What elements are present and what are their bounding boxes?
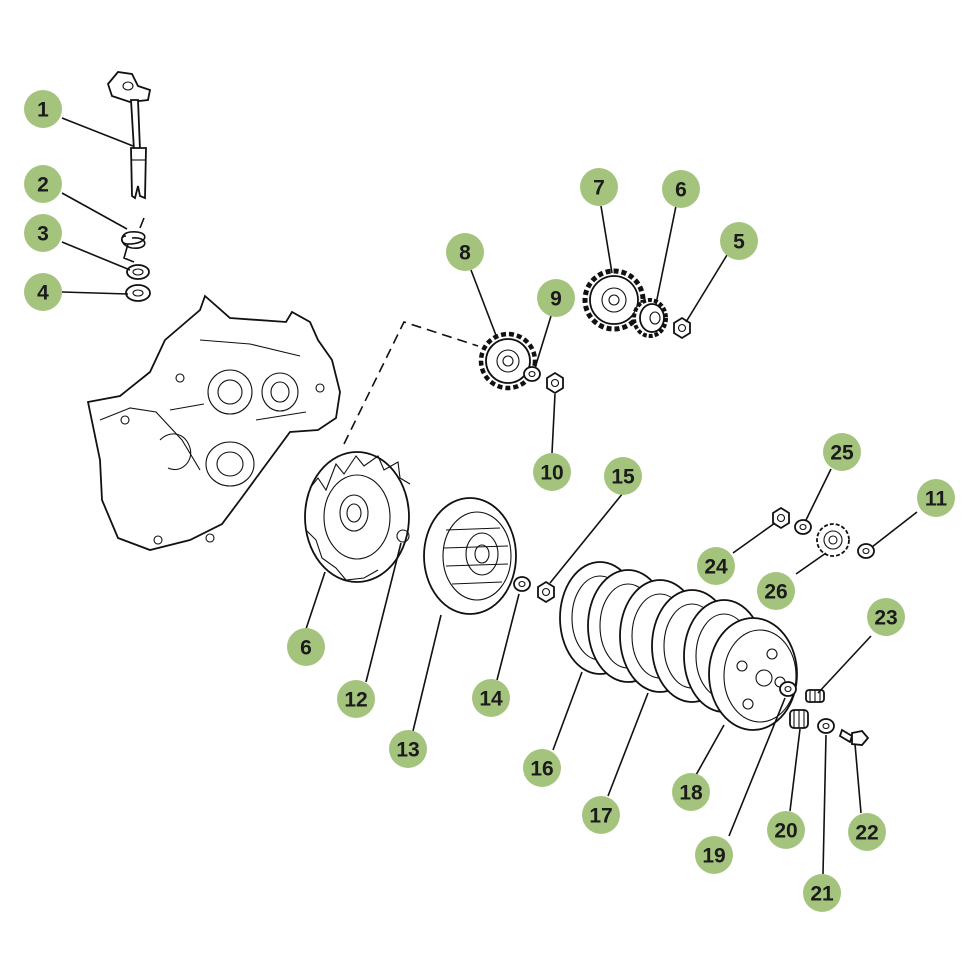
- svg-text:10: 10: [540, 462, 563, 485]
- callout-16: 16: [523, 749, 561, 787]
- return-spring-part: [120, 217, 146, 263]
- svg-text:11: 11: [925, 488, 948, 511]
- svg-text:26: 26: [764, 581, 787, 604]
- pinion-nut-part: [673, 317, 691, 339]
- callout-8: 8: [446, 233, 484, 271]
- callout-22: 22: [848, 813, 886, 851]
- callout-25: 25: [823, 433, 861, 471]
- svg-text:9: 9: [550, 288, 562, 311]
- svg-text:19: 19: [702, 845, 725, 868]
- small-nut-part: [772, 507, 790, 529]
- callout-1: 1: [24, 90, 62, 128]
- callout-2: 2: [24, 165, 62, 203]
- callout-12: 12: [337, 680, 375, 718]
- small-washer-part: [794, 519, 812, 535]
- callout-4: 4: [24, 273, 62, 311]
- svg-text:13: 13: [396, 739, 419, 762]
- callout-14: 14: [472, 679, 510, 717]
- svg-text:22: 22: [855, 822, 878, 845]
- svg-text:12: 12: [344, 689, 367, 712]
- svg-text:23: 23: [874, 607, 897, 630]
- shift-shaft-part: [106, 71, 152, 200]
- oil-seal-part: [125, 284, 151, 302]
- gear-nut-part: [546, 372, 564, 394]
- clutch-spring-part: [789, 709, 809, 729]
- crankcase-housing: [86, 294, 341, 551]
- svg-text:5: 5: [733, 231, 745, 254]
- callout-3: 3: [24, 214, 62, 252]
- callout-20: 20: [767, 811, 805, 849]
- callout-17: 17: [582, 796, 620, 834]
- gear-bush-part: [523, 366, 541, 382]
- svg-text:8: 8: [459, 242, 471, 265]
- bolt-part: [838, 728, 870, 746]
- callout-23: 23: [867, 598, 905, 636]
- clutch-outer-housing-part: [304, 451, 411, 583]
- callout-24: 24: [697, 547, 735, 585]
- callout-6-upper: 6: [662, 170, 700, 208]
- svg-text:1: 1: [37, 99, 49, 122]
- svg-text:20: 20: [774, 820, 797, 843]
- svg-text:16: 16: [530, 758, 553, 781]
- svg-text:14: 14: [479, 688, 503, 711]
- callout-19: 19: [695, 836, 733, 874]
- svg-text:15: 15: [611, 466, 635, 489]
- release-bearing-part: [779, 681, 797, 697]
- hub-washer-part: [513, 576, 531, 592]
- primary-gear-part: [478, 331, 538, 391]
- callout-6-lower: 6: [287, 628, 325, 666]
- hub-nut-part: [537, 581, 555, 603]
- callout-21: 21: [803, 874, 841, 912]
- callout-10: 10: [533, 453, 571, 491]
- callout-11: 11: [917, 479, 955, 517]
- small-spring-part: [805, 689, 825, 703]
- svg-text:17: 17: [589, 805, 612, 828]
- assembly-dashed-line: [343, 321, 479, 445]
- clutch-inner-hub-part: [423, 497, 517, 615]
- pressure-plate-part: [708, 617, 798, 731]
- svg-text:21: 21: [810, 883, 834, 906]
- callout-13: 13: [389, 730, 427, 768]
- spring-washer-part: [817, 718, 835, 734]
- callout-7: 7: [580, 168, 618, 206]
- svg-text:3: 3: [37, 223, 49, 246]
- callout-15: 15: [604, 457, 642, 495]
- svg-text:24: 24: [704, 556, 728, 579]
- svg-text:18: 18: [679, 782, 703, 805]
- callout-18: 18: [672, 773, 710, 811]
- callout-26: 26: [757, 572, 795, 610]
- collar-part: [126, 264, 150, 280]
- svg-text:2: 2: [37, 174, 49, 197]
- drive-gear-part: [582, 268, 646, 332]
- small-gear-part: [816, 523, 850, 557]
- svg-text:25: 25: [830, 442, 854, 465]
- pinion-gear-part: [632, 298, 668, 338]
- svg-text:6: 6: [675, 179, 687, 202]
- leader-lines: [61, 117, 918, 875]
- svg-text:6: 6: [300, 637, 312, 660]
- callout-9: 9: [537, 279, 575, 317]
- svg-text:4: 4: [37, 282, 49, 305]
- end-washer-part: [857, 543, 875, 559]
- svg-text:7: 7: [593, 177, 605, 200]
- callout-5: 5: [720, 222, 758, 260]
